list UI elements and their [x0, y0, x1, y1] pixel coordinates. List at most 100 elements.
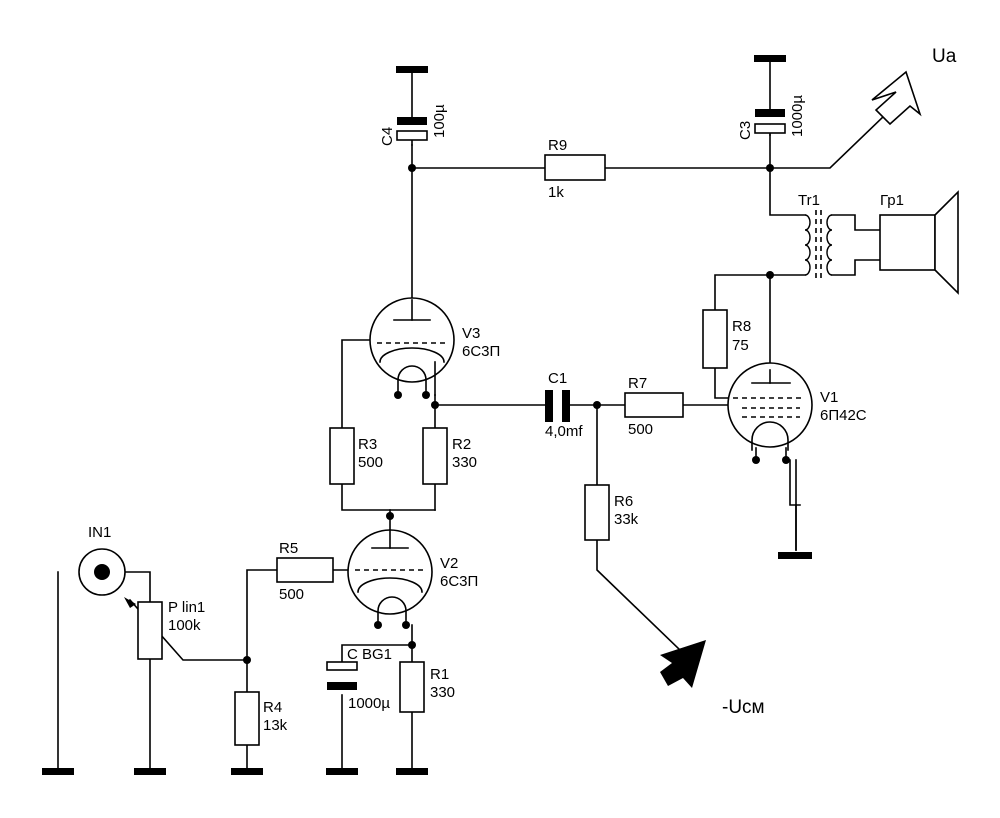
resistor-r3: R3 500	[329, 427, 383, 485]
r8-ref-label: R8	[732, 318, 751, 335]
c3-value-label: 1000µ	[789, 95, 806, 137]
c4-positive-plate	[396, 130, 428, 141]
junction-dot	[766, 271, 774, 279]
cbg1-positive-plate	[326, 661, 358, 671]
r6-value-label: 33k	[614, 511, 639, 528]
c3-positive-plate	[754, 123, 786, 134]
potentiometer-plin1: P lin1 100k	[124, 597, 205, 660]
plin1-ref-label: P lin1	[168, 599, 205, 616]
v3-envelope	[369, 297, 455, 383]
r5-body	[276, 557, 334, 583]
v1-pin	[782, 456, 790, 464]
c4-ref-label: C4	[379, 127, 396, 146]
r8-body	[702, 309, 728, 369]
tr1-ref-label: Tr1	[798, 192, 820, 209]
v2-pin	[374, 621, 382, 629]
capacitor-c4: C4 100µ	[379, 72, 448, 146]
v3-type-label: 6С3П	[462, 343, 500, 360]
resistor-r2: R2 330	[422, 427, 477, 485]
c1-value-label: 4,0mf	[545, 423, 583, 440]
r1-ref-label: R1	[430, 666, 449, 683]
junction-dot	[408, 641, 416, 649]
ground-bar	[778, 552, 812, 559]
r4-body	[234, 691, 260, 746]
r4-ref-label: R4	[263, 699, 282, 716]
junction-dots	[243, 164, 774, 664]
v3-ref-label: V3	[462, 325, 480, 342]
speaker-icon	[934, 190, 959, 295]
ground-bar	[231, 768, 263, 775]
v2-ref-label: V2	[440, 555, 458, 572]
capacitor-c3: C3 1000µ	[737, 61, 806, 140]
v2-pin	[402, 621, 410, 629]
in1-center-pin	[94, 564, 110, 580]
v1-type-label: 6П42С	[820, 407, 867, 424]
c4-value-label: 100µ	[431, 104, 448, 138]
resistor-r4: R4 13k	[234, 691, 288, 746]
v3-pin	[422, 391, 430, 399]
cbg1-ref-label: C BG1	[347, 646, 392, 663]
c1-plate	[545, 390, 553, 422]
r4-value-label: 13k	[263, 717, 288, 734]
v1-pin	[752, 456, 760, 464]
ground-bar	[42, 768, 74, 775]
r9-value-label: 1k	[548, 184, 564, 201]
r8-value-label: 75	[732, 337, 749, 354]
resistor-r1: R1 330	[399, 661, 455, 713]
r3-body	[329, 427, 355, 485]
ground-bar	[396, 768, 428, 775]
ucm-label: -Uсм	[722, 697, 765, 718]
wires	[57, 113, 887, 771]
v1-envelope	[727, 362, 813, 448]
r6-body	[584, 484, 610, 541]
junction-dot	[408, 164, 416, 172]
ua-arrow-icon	[871, 70, 922, 126]
c4-negative-plate	[397, 117, 427, 125]
junction-dot	[431, 401, 439, 409]
resistor-r8: R8 75	[702, 309, 751, 369]
r7-body	[624, 392, 684, 418]
capacitor-cbg1: C BG1 1000µ	[326, 646, 392, 712]
r5-ref-label: R5	[279, 540, 298, 557]
r9-body	[544, 154, 606, 181]
c1-plate	[562, 390, 570, 422]
junction-dot	[386, 512, 394, 520]
ground-bar	[326, 768, 358, 775]
resistor-r9: R9 1k	[544, 137, 606, 201]
supply-ua: Ua	[871, 46, 957, 126]
r1-value-label: 330	[430, 684, 455, 701]
r7-value-label: 500	[628, 421, 653, 438]
r2-value-label: 330	[452, 454, 477, 471]
ground-symbols	[42, 55, 812, 775]
ground-bar	[754, 55, 786, 62]
r1-body	[399, 661, 425, 713]
r5-value-label: 500	[279, 586, 304, 603]
tube-v3: V3 6С3П	[369, 297, 500, 399]
input-jack-in1: IN1	[78, 524, 126, 596]
ucm-arrow-icon	[660, 640, 706, 688]
plin1-body	[137, 601, 163, 660]
r9-ref-label: R9	[548, 137, 567, 154]
resistor-r6: R6 33k	[584, 484, 639, 541]
r2-ref-label: R2	[452, 436, 471, 453]
r6-ref-label: R6	[614, 493, 633, 510]
supply-ucm: -Uсм	[660, 640, 765, 718]
r7-ref-label: R7	[628, 375, 647, 392]
in1-ref-label: IN1	[88, 524, 111, 541]
cbg1-negative-plate	[327, 682, 357, 690]
v2-type-label: 6С3П	[440, 573, 478, 590]
speaker-gr1: Гр1	[879, 190, 959, 295]
plin1-wiper-arrow-icon	[124, 597, 136, 608]
c3-ref-label: C3	[737, 121, 754, 140]
ground-bar	[134, 768, 166, 775]
capacitor-c1: C1 4,0mf	[545, 370, 583, 440]
transformer-tr1: Tr1	[798, 192, 833, 280]
r3-ref-label: R3	[358, 436, 377, 453]
plin1-value-label: 100k	[168, 617, 201, 634]
r2-body	[422, 427, 448, 485]
v3-pin	[394, 391, 402, 399]
ground-bar	[396, 66, 428, 73]
junction-dot	[766, 164, 774, 172]
resistor-r7: R7 500	[624, 375, 684, 438]
